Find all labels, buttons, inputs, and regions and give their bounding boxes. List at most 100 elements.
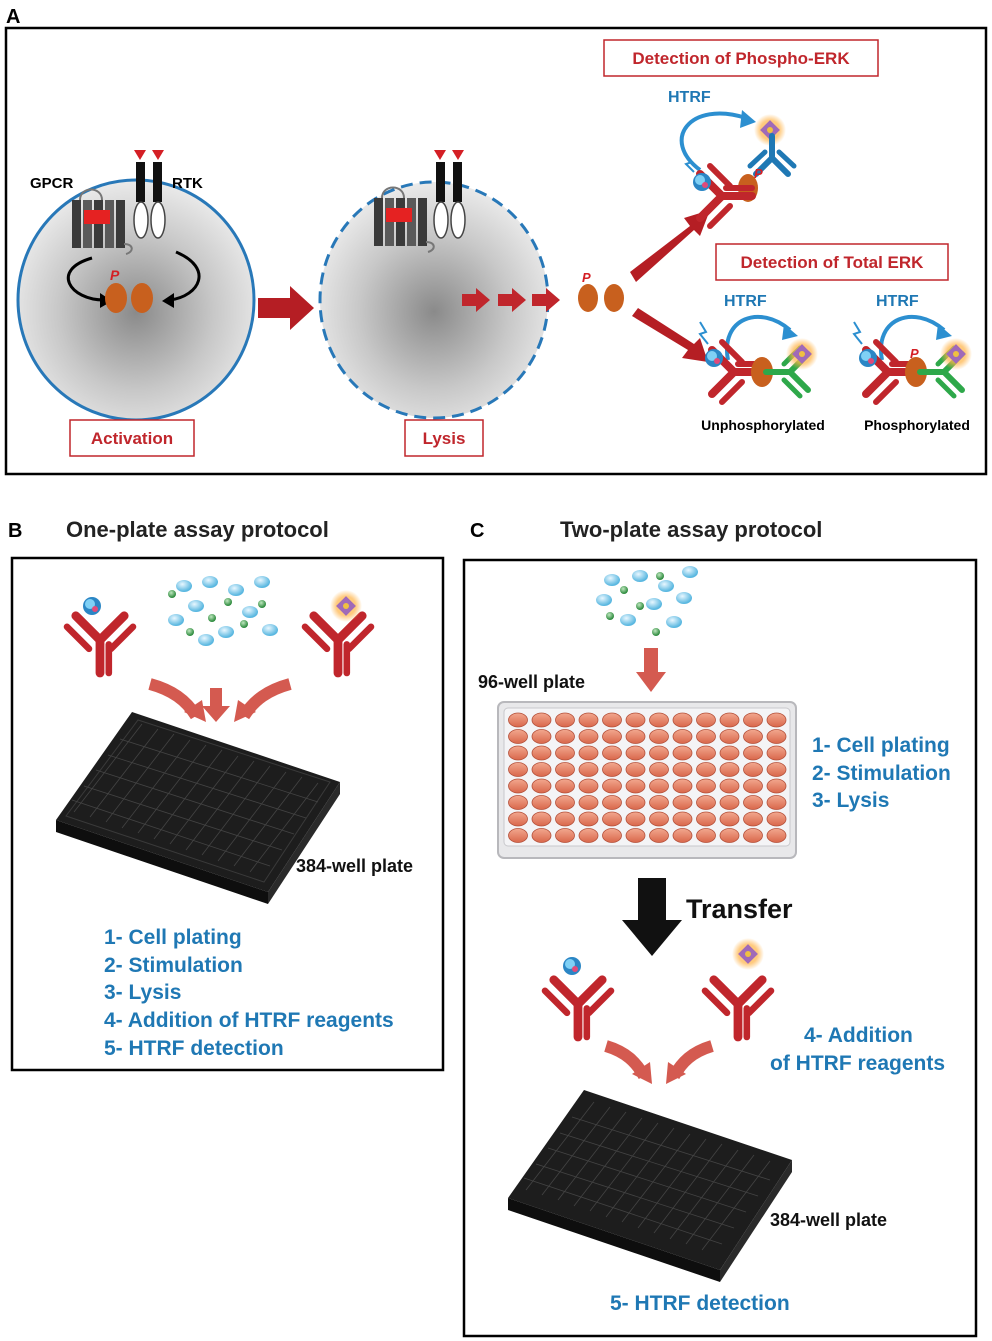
well <box>625 712 646 728</box>
well <box>743 811 763 827</box>
well <box>766 828 787 843</box>
well <box>743 828 763 843</box>
well <box>696 795 716 810</box>
panel-c-title: Two-plate assay protocol <box>560 517 822 542</box>
well <box>766 745 787 761</box>
well <box>531 828 552 843</box>
step-b-2: 2- Stimulation <box>104 954 243 977</box>
well <box>508 828 528 843</box>
well <box>696 828 716 843</box>
well <box>555 729 575 744</box>
erk <box>131 283 153 313</box>
well <box>555 762 575 777</box>
steps-c-top: 1- Cell plating 2- Stimulation 3- Lysis <box>812 734 951 812</box>
well <box>719 778 740 794</box>
phospho-mark: P <box>110 267 120 283</box>
well <box>578 712 599 728</box>
well <box>602 712 622 728</box>
signal-arrowhead-right <box>162 293 174 308</box>
step-c-5: 5- HTRF detection <box>610 1292 790 1315</box>
well <box>625 762 646 777</box>
panel-b-frame <box>10 556 445 1072</box>
well <box>555 811 575 827</box>
well <box>719 729 740 744</box>
well <box>531 729 552 744</box>
plate-384-label-c: 384-well plate <box>770 1210 887 1230</box>
rtk-label: RTK <box>172 175 203 192</box>
well <box>672 778 693 794</box>
well <box>625 745 646 761</box>
well <box>508 729 528 744</box>
panel-a-letter: A <box>6 6 20 28</box>
well <box>555 828 575 843</box>
well <box>672 828 693 843</box>
fret-arrowhead-phospho <box>740 110 756 128</box>
well <box>578 729 599 744</box>
well <box>508 712 528 728</box>
well <box>696 762 716 777</box>
well <box>649 762 669 777</box>
well <box>578 811 599 827</box>
well <box>719 811 740 827</box>
step-b-1: 1- Cell plating <box>104 926 242 949</box>
activation-box <box>69 419 195 457</box>
well <box>578 828 599 843</box>
donor-fluorophore-b <box>83 597 101 615</box>
well <box>766 811 787 827</box>
well <box>743 729 763 744</box>
well <box>766 778 787 794</box>
lysis-beads-b <box>168 576 278 646</box>
well <box>649 811 669 827</box>
well <box>719 712 740 728</box>
well <box>672 745 693 761</box>
well <box>602 795 622 810</box>
erk-phos <box>905 357 927 387</box>
well <box>743 778 763 794</box>
well <box>531 811 552 827</box>
well <box>672 712 693 728</box>
transfer-label: Transfer <box>686 894 793 924</box>
well <box>555 795 575 810</box>
well <box>649 778 669 794</box>
well <box>743 762 763 777</box>
transfer-arrow <box>638 878 666 924</box>
arrow-to-phospho-detection <box>630 210 710 282</box>
well <box>602 828 622 843</box>
well <box>649 712 669 728</box>
released-erk <box>604 284 624 312</box>
signal-arrow-left <box>66 256 105 302</box>
arrow-in-center-b <box>210 688 222 708</box>
well <box>602 745 622 761</box>
activation-label: Activation <box>91 429 173 448</box>
well <box>696 745 716 761</box>
well <box>602 729 622 744</box>
excitation-bolt-phos <box>852 321 863 345</box>
small-arrow-2 <box>498 288 526 312</box>
well <box>719 828 740 843</box>
panel-c-frame <box>462 558 978 1338</box>
well <box>696 778 716 794</box>
htrf-label-phos: HTRF <box>876 293 919 310</box>
well <box>696 729 716 744</box>
well <box>696 811 716 827</box>
arrow-down-to-96 <box>644 648 658 674</box>
well <box>555 745 575 761</box>
well <box>719 795 740 810</box>
htrf-label-unphos: HTRF <box>724 293 767 310</box>
well <box>743 795 763 810</box>
gpcr-label: GPCR <box>30 175 74 192</box>
well <box>555 712 575 728</box>
well <box>531 795 552 810</box>
phospho-detection-box <box>603 39 879 77</box>
well <box>508 778 528 794</box>
acceptor-unphos <box>786 338 818 370</box>
well <box>602 778 622 794</box>
donor-antibody-c <box>545 980 611 1037</box>
arrow-to-total-detection <box>632 308 708 362</box>
well <box>625 795 646 810</box>
acceptor-fluorophore-b <box>330 590 362 622</box>
well <box>555 778 575 794</box>
well <box>672 795 693 810</box>
step-c-2: 2- Stimulation <box>812 762 951 785</box>
panel-b-letter: B <box>8 520 22 542</box>
